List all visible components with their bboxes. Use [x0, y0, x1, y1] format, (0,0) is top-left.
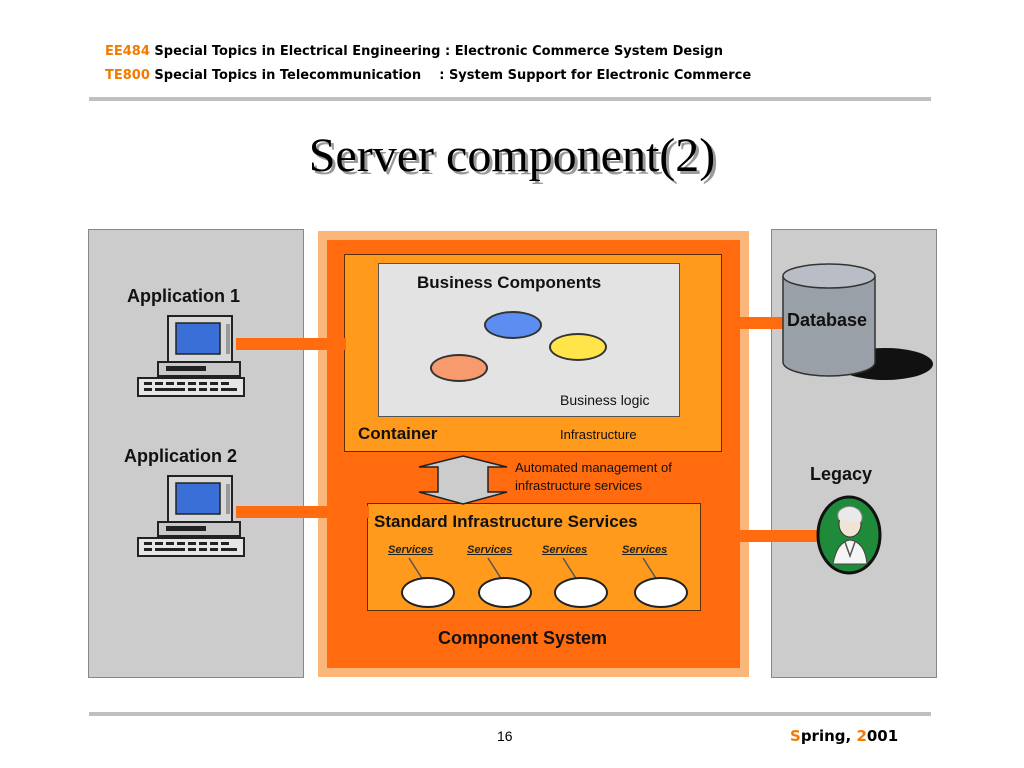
double-arrow-icon [418, 455, 508, 505]
course2-text: Special Topics in Telecommunication : Sy… [149, 68, 752, 83]
standard-infrastructure-label: Standard Infrastructure Services [374, 512, 638, 531]
applications-panel [88, 229, 304, 678]
computer-icon-app1 [137, 315, 245, 397]
services-label-1: Services [388, 544, 434, 556]
component-oval-blue [484, 311, 542, 339]
services-label-3: Services [542, 544, 588, 556]
connector-app1 [236, 338, 346, 350]
computer-icon-app2 [137, 475, 245, 557]
application1-label: Application 1 [127, 286, 241, 306]
connector-legacy [740, 530, 818, 542]
footer-divider [89, 712, 931, 716]
database-label: Database [787, 310, 868, 330]
automated-management-label-1: Automated management of [515, 460, 672, 475]
service-oval-2 [478, 577, 532, 608]
semester-initial-2: 2 [856, 727, 867, 745]
header-line-2: TE800 Special Topics in Telecommunicatio… [105, 68, 751, 83]
semester-label: Spring, 2001 [790, 727, 898, 745]
semester-end: 001 [866, 727, 899, 745]
legacy-portrait-icon [816, 495, 882, 575]
infrastructure-label: Infrastructure [560, 427, 637, 442]
service-oval-4 [634, 577, 688, 608]
course2-code: TE800 [105, 68, 150, 83]
automated-management-label-2: infrastructure services [515, 478, 643, 493]
component-oval-salmon [430, 354, 488, 382]
connector-database [740, 317, 785, 329]
service-oval-3 [554, 577, 608, 608]
connector-app2 [236, 506, 369, 518]
component-oval-yellow [549, 333, 607, 361]
header-line-1: EE484 Special Topics in Electrical Engin… [105, 44, 723, 59]
application2-label: Application 2 [124, 446, 238, 466]
semester-initial-s: S [790, 727, 801, 745]
services-label-4: Services [622, 544, 668, 556]
course1-text: Special Topics in Electrical Engineering… [149, 44, 723, 59]
header-divider [89, 97, 931, 101]
course1-code: EE484 [105, 44, 150, 59]
legacy-label: Legacy [810, 464, 873, 484]
slide-title: Server component(2) [308, 129, 716, 182]
services-label-2: Services [467, 544, 513, 556]
business-logic-label: Business logic [560, 392, 650, 408]
database-icon [782, 263, 933, 380]
business-components-label: Business Components [417, 273, 602, 292]
container-label: Container [358, 424, 438, 443]
business-components-box [378, 263, 680, 417]
component-system-label: Component System [438, 628, 608, 648]
page-number: 16 [497, 728, 513, 744]
service-oval-1 [401, 577, 455, 608]
semester-mid: pring, [800, 727, 857, 745]
